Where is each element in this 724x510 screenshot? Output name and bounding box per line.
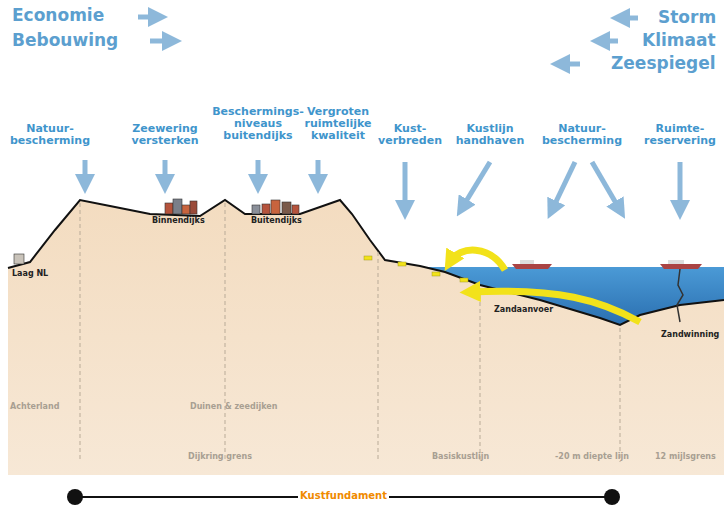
foundation-label: Kustfundament (298, 490, 389, 501)
measure-heading: Vergroten ruimtelijke kwaliteit (296, 106, 380, 142)
dredge-pipe (677, 269, 683, 322)
zone-label: Basiskustlijn (432, 453, 489, 462)
measure-heading: Ruimte- reservering (640, 123, 720, 147)
profile-line (8, 200, 724, 325)
place-label: Laag NL (12, 270, 48, 279)
sea (425, 267, 724, 325)
pressure-label: Bebouwing (12, 31, 118, 50)
measure-heading: Zeewering versterken (125, 123, 205, 147)
zone-label: 12 mijlsgrens (655, 453, 716, 462)
pressure-label: Storm (658, 8, 716, 27)
pressure-label: Economie (12, 6, 104, 25)
foundation-bar (67, 489, 620, 505)
pressure-label: Klimaat (642, 31, 716, 50)
boundary-lines (80, 203, 620, 462)
place-label: Zandwinning (661, 331, 719, 340)
sand-flow-arrow (450, 250, 505, 270)
pressure-arrows (138, 17, 638, 64)
zone-label: -20 m diepte lijn (555, 453, 629, 462)
zone-label: Dijkring grens (188, 453, 252, 462)
ships (512, 260, 702, 269)
measure-heading: Natuur- bescherming (7, 123, 93, 147)
place-label: Binnendijks (152, 217, 205, 226)
place-label: Zandaanvoer (494, 306, 553, 315)
measure-heading: Kust- verbreden (375, 123, 445, 147)
measure-arrows (85, 160, 680, 210)
houses (14, 199, 299, 264)
measure-heading: Natuur- bescherming (539, 123, 625, 147)
zone-label: Achterland (10, 403, 59, 412)
measure-heading: Kustlijn handhaven (452, 123, 528, 147)
sand-flow-arrow (470, 291, 640, 322)
measure-heading: Beschermings- niveaus buitendijks (212, 106, 304, 142)
pressure-label: Zeespiegel (611, 54, 716, 73)
ground (8, 200, 724, 475)
place-label: Buitendijks (251, 217, 302, 226)
zone-label: Duinen & zeedijken (190, 403, 277, 412)
